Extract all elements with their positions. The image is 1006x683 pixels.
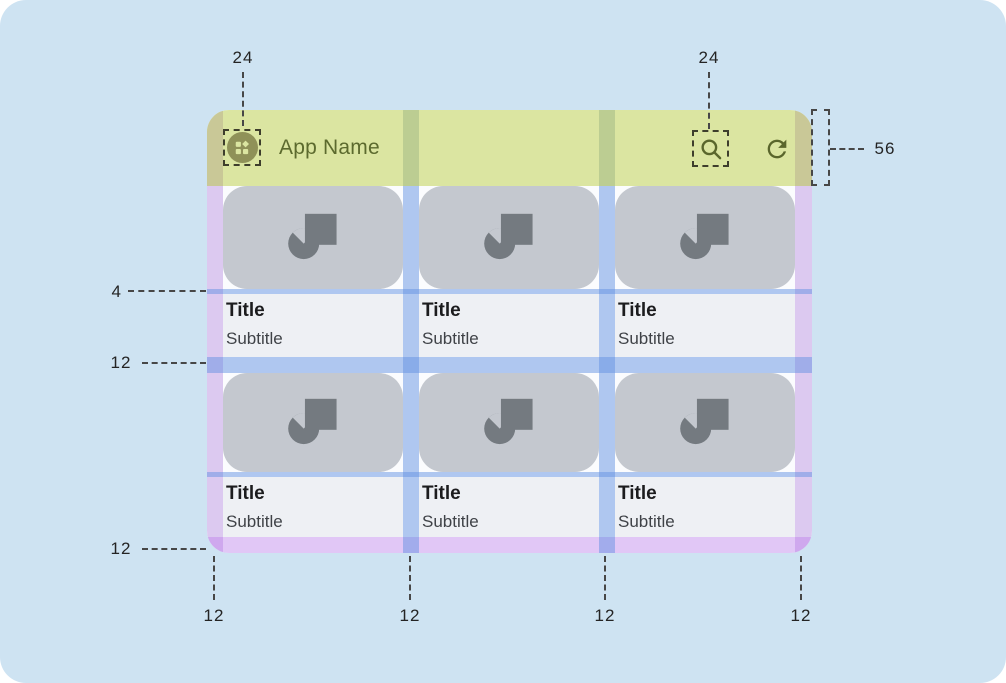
measure-line <box>128 290 206 292</box>
card-image-placeholder <box>615 373 795 472</box>
image-placeholder-icon <box>288 213 337 259</box>
card-title: Title <box>422 300 461 321</box>
measure-label-bottom-margin-3: 12 <box>594 606 616 625</box>
gutter-overlay-header-1 <box>403 110 419 186</box>
measure-line <box>830 148 864 150</box>
card[interactable]: Title Subtitle <box>615 373 795 537</box>
image-text-gap-overlay-row1 <box>207 289 812 294</box>
card-image-placeholder <box>223 373 403 472</box>
app-name: App Name <box>279 136 380 159</box>
card-image-placeholder <box>419 373 599 472</box>
image-text-gap-overlay-row2 <box>207 472 812 477</box>
measure-label-bottom-margin-4: 12 <box>790 606 812 625</box>
app-icon-measure-box <box>223 129 261 166</box>
measure-line <box>213 556 215 600</box>
left-margin-overlay-header <box>207 110 223 186</box>
bottom-margin-overlay <box>207 537 812 553</box>
card-subtitle: Subtitle <box>422 511 479 531</box>
measure-bracket-header-height <box>811 109 830 186</box>
image-placeholder-icon <box>484 398 533 444</box>
card[interactable]: Title Subtitle <box>419 373 599 537</box>
card-subtitle: Subtitle <box>618 328 675 348</box>
gutter-overlay-2 <box>599 186 615 553</box>
card[interactable]: Title Subtitle <box>223 186 403 357</box>
measure-label-bottom-left-margin: 12 <box>110 539 132 558</box>
card-title: Title <box>422 483 461 504</box>
measure-line <box>142 548 206 550</box>
card-title: Title <box>226 483 265 504</box>
card-text-block: Title Subtitle <box>615 294 795 357</box>
card-image-placeholder <box>419 186 599 289</box>
measure-line <box>708 72 710 129</box>
measure-label-image-text-gap: 4 <box>111 282 122 301</box>
card-text-block: Title Subtitle <box>419 477 599 537</box>
image-placeholder-icon <box>288 398 337 444</box>
card-text-block: Title Subtitle <box>223 477 403 537</box>
card[interactable]: Title Subtitle <box>223 373 403 537</box>
image-placeholder-icon <box>680 398 729 444</box>
measure-line <box>604 556 606 600</box>
search-icon[interactable] <box>698 136 724 162</box>
measure-label-bottom-margin-1: 12 <box>203 606 225 625</box>
app-grid-icon[interactable] <box>226 132 258 163</box>
card-text-block: Title Subtitle <box>419 294 599 357</box>
card-subtitle: Subtitle <box>226 511 283 531</box>
image-placeholder-icon <box>484 213 533 259</box>
measure-label-bottom-margin-2: 12 <box>399 606 421 625</box>
measure-line <box>409 556 411 600</box>
measure-label-app-icon: 24 <box>232 48 254 67</box>
search-measure-box <box>692 130 729 167</box>
measure-line <box>800 556 802 600</box>
card-image-placeholder <box>615 186 795 289</box>
measure-label-header-height: 56 <box>874 139 896 158</box>
card-text-block: Title Subtitle <box>223 294 403 357</box>
row-gap-overlay <box>207 357 812 373</box>
measure-line <box>142 362 206 364</box>
card-subtitle: Subtitle <box>422 328 479 348</box>
card-title: Title <box>226 300 265 321</box>
card-image-placeholder <box>223 186 403 289</box>
measure-label-row-gap: 12 <box>110 353 132 372</box>
gutter-overlay-header-2 <box>599 110 615 186</box>
refresh-icon[interactable] <box>763 135 791 163</box>
card-title: Title <box>618 483 657 504</box>
card-title: Title <box>618 300 657 321</box>
card-subtitle: Subtitle <box>618 511 675 531</box>
measure-line <box>242 72 244 126</box>
card-subtitle: Subtitle <box>226 328 283 348</box>
card[interactable]: Title Subtitle <box>615 186 795 357</box>
gutter-overlay-1 <box>403 186 419 553</box>
card[interactable]: Title Subtitle <box>419 186 599 357</box>
right-margin-overlay-header <box>795 110 812 186</box>
image-placeholder-icon <box>680 213 729 259</box>
app-mockup: App Name <box>207 110 812 553</box>
card-text-block: Title Subtitle <box>615 477 795 537</box>
app-header: App Name <box>207 110 812 186</box>
measure-label-search-icon: 24 <box>698 48 720 67</box>
